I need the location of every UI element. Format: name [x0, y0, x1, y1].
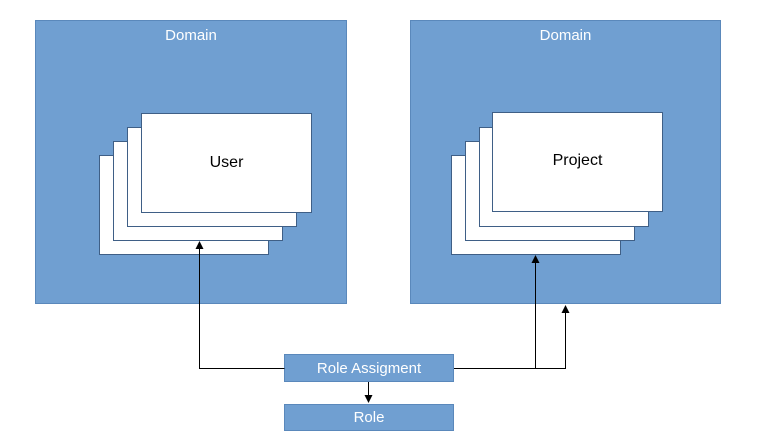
domain-right-title: Domain	[539, 27, 592, 44]
role-assignment-box: Role Assigment	[284, 354, 454, 382]
user-label: User	[209, 154, 244, 171]
connector-to-project-domain	[535, 305, 570, 369]
project-card: Project	[492, 112, 663, 212]
role-box: Role	[284, 404, 454, 431]
domain-left-title: Domain	[165, 27, 217, 44]
connector-to-user	[195, 241, 285, 369]
project-label: Project	[552, 152, 603, 169]
connector-to-project	[454, 255, 540, 369]
user-card: User	[141, 113, 312, 213]
